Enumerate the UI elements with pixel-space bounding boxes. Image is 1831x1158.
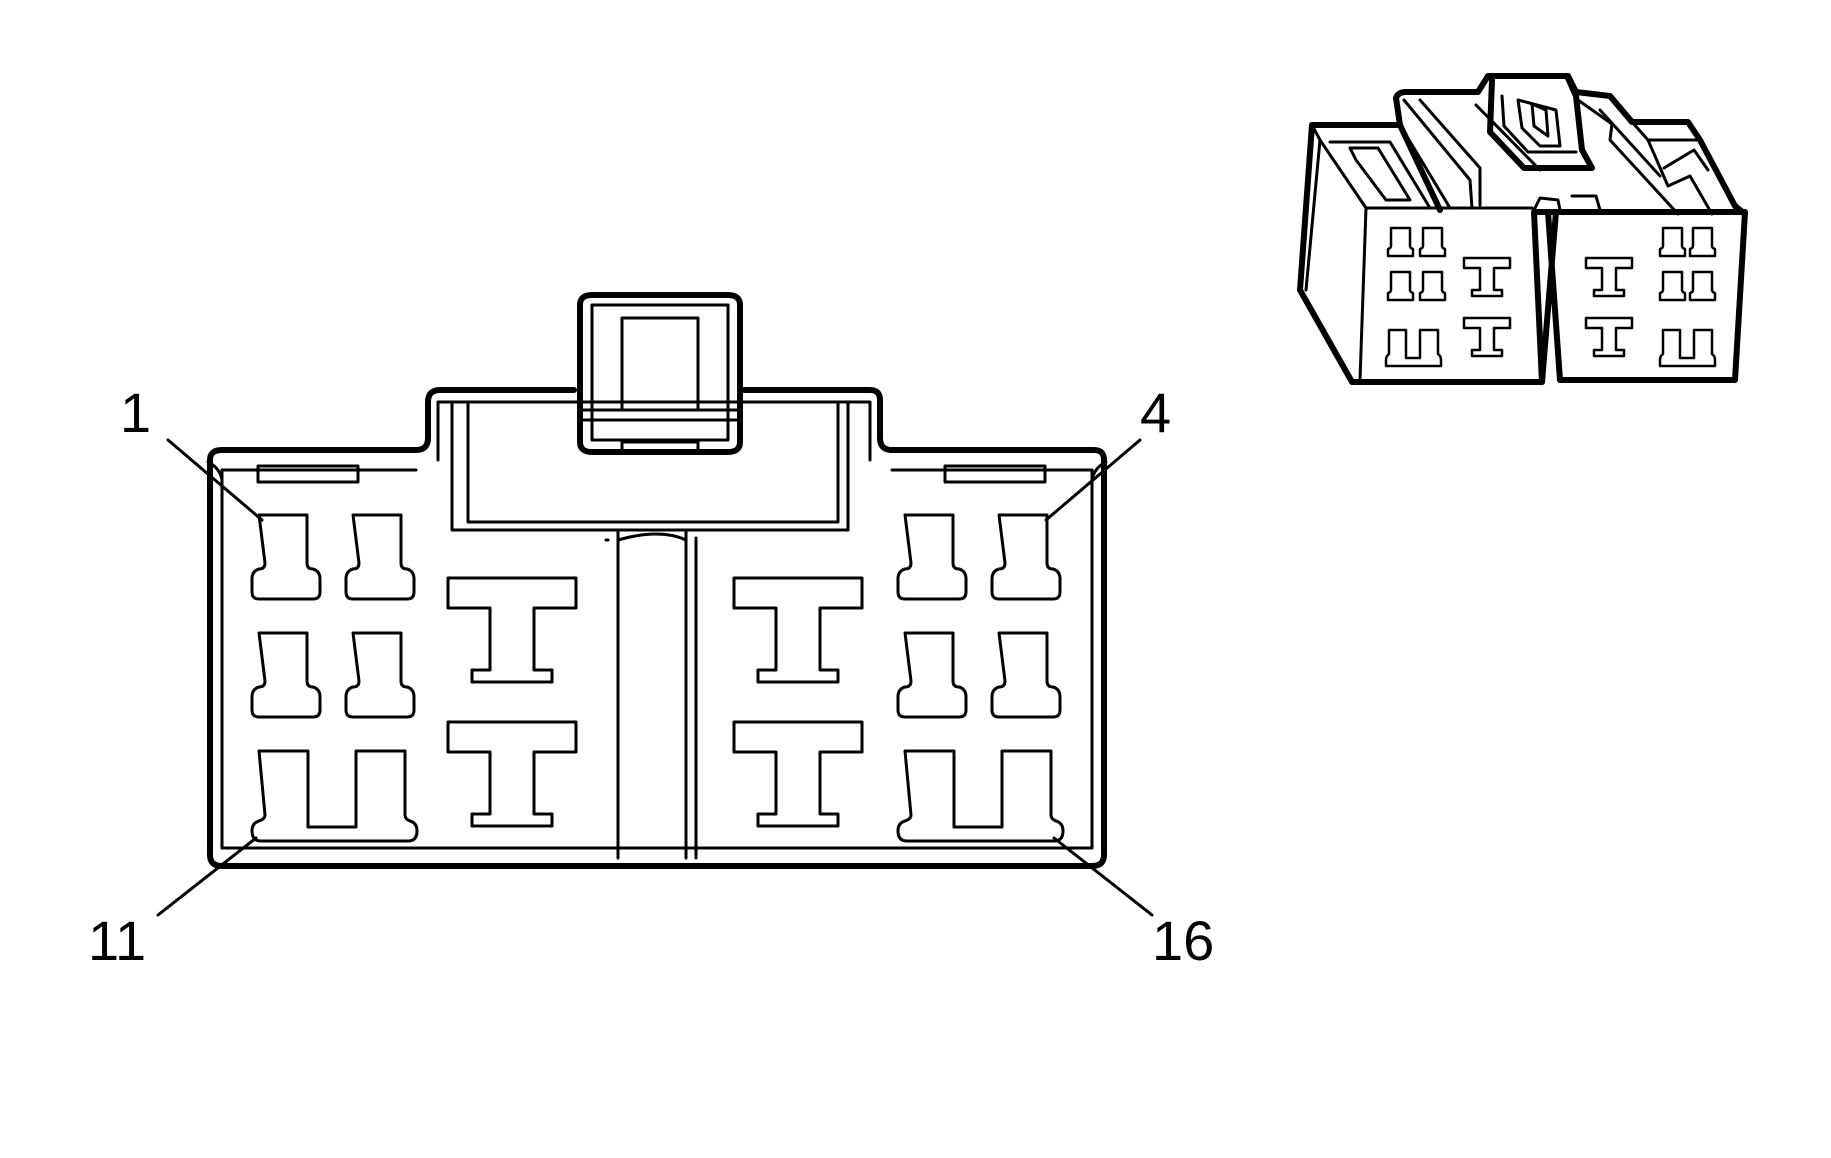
pin-label-11: 11: [88, 909, 146, 972]
center-divider: [604, 528, 698, 860]
pin-label-4: 4: [1140, 381, 1171, 444]
leader-pin-top-left: [166, 438, 264, 522]
left-cavity-block: [250, 513, 578, 843]
right-cavity-block: [732, 513, 1065, 843]
connector-front-view: 1 4 11 16: [88, 292, 1214, 972]
leader-pin-bottom-left: [156, 836, 258, 917]
leader-pin-top-right: [1044, 438, 1142, 522]
locking-tab: [577, 292, 743, 455]
housing-outline: [207, 387, 1107, 869]
pin-label-1: 1: [120, 381, 151, 444]
pin-label-16: 16: [1152, 909, 1214, 972]
leader-pin-bottom-right: [1052, 836, 1154, 917]
connector-isometric-view: [1297, 73, 1748, 385]
